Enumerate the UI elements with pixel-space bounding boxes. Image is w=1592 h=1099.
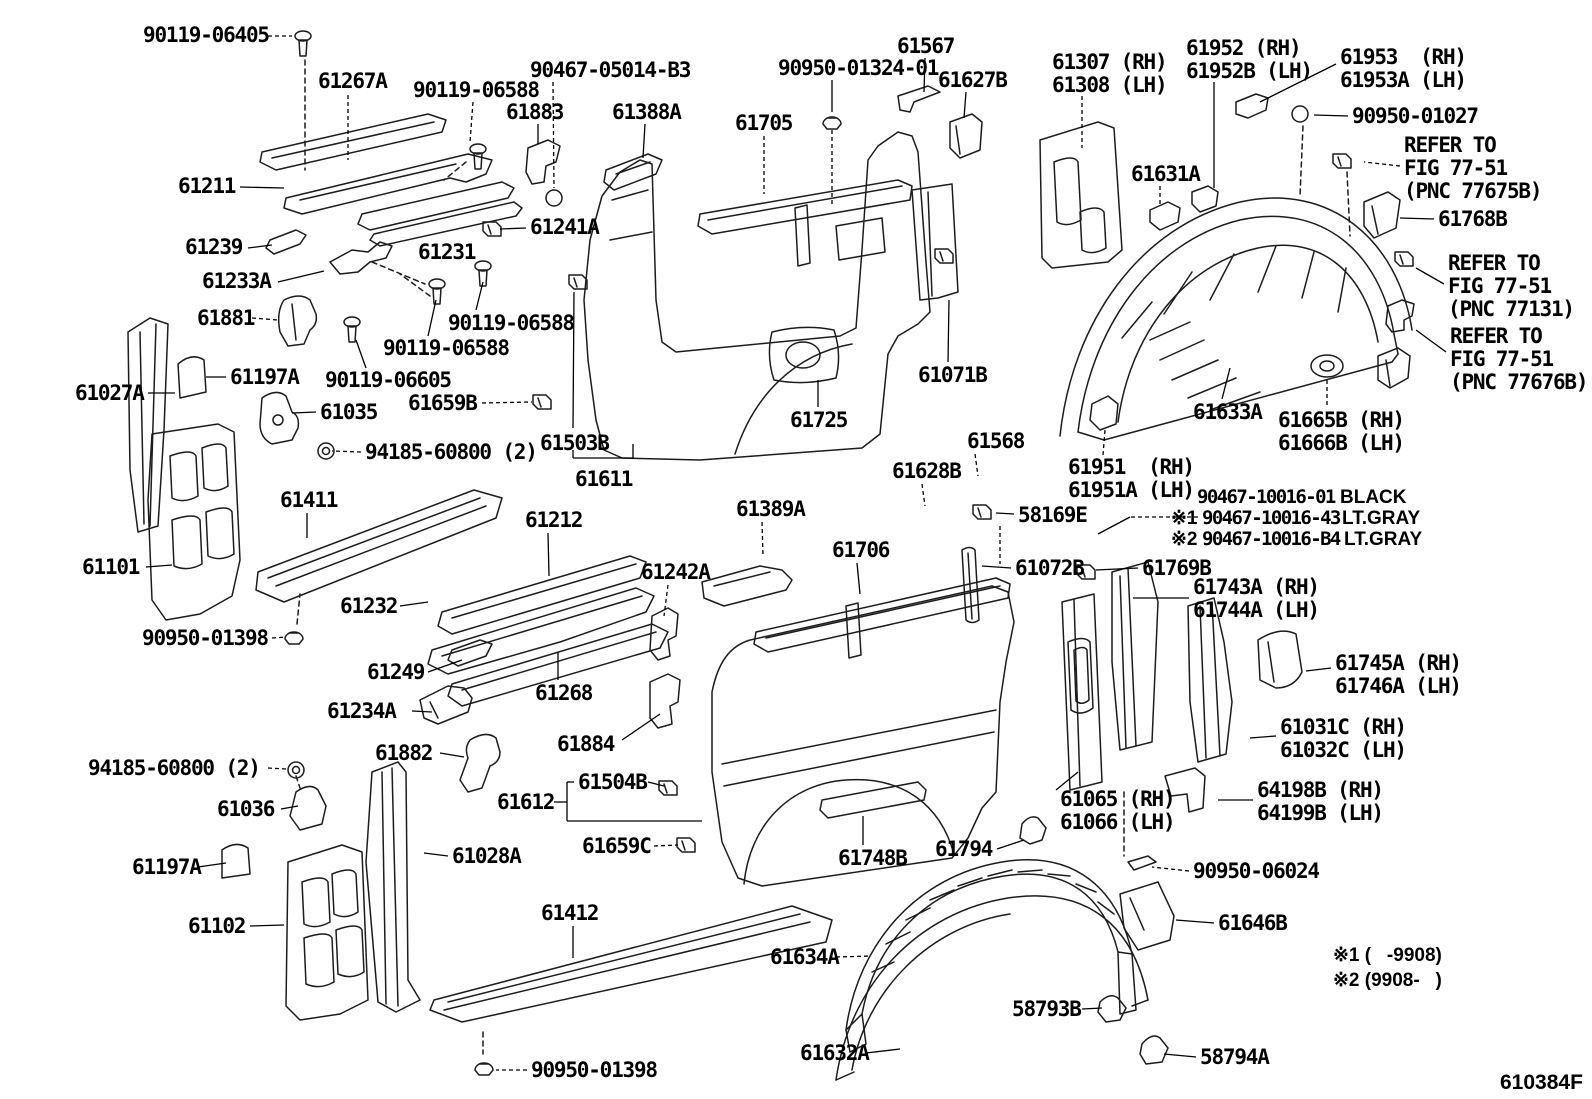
part-label: 61706 (832, 538, 890, 562)
part-label: 61768B (1438, 207, 1508, 231)
part-label: 64198B (RH) 64199B (LH) (1257, 778, 1384, 825)
part-label: 61231 (418, 240, 476, 264)
part-label: 61388A (612, 100, 682, 124)
part-label: 61665B (RH) 61666B (LH) (1278, 408, 1405, 455)
part-label: 61745A (RH) 61746A (LH) (1335, 651, 1462, 698)
part-label: 90950-01027 (1352, 104, 1479, 128)
part-label: 61411 (280, 488, 338, 512)
part-label: 61211 (178, 174, 236, 198)
part-label: 61065 (RH) 61066 (LH) (1060, 787, 1176, 834)
note-2: ※2 (9908- ) (1333, 970, 1442, 991)
part-label: LT.GRAY (1344, 529, 1423, 550)
note-1: ※1 ( -9908) (1333, 945, 1442, 966)
part-label: 61268 (535, 681, 593, 705)
part-label: 90950-01324-01 (778, 56, 939, 80)
part-label: 61241A (530, 215, 600, 239)
part-label: 90950-01398 (531, 1058, 658, 1082)
part-label: 61197A (132, 855, 202, 879)
part-label: 58169E (1018, 503, 1088, 527)
part-label: 61567 (897, 34, 955, 58)
part-label: 90119-06588 (448, 311, 575, 335)
part-label: 61027A (75, 381, 145, 405)
part-label: 90119-06588 (413, 78, 540, 102)
part-label: 61743A (RH) 61744A (LH) (1193, 575, 1320, 622)
part-label: 94185-60800 (2) (365, 440, 538, 464)
part-label: 90119-06605 (325, 368, 452, 392)
part-label: 90467-05014-B3 (530, 58, 691, 82)
part-label: 61036 (217, 797, 275, 821)
part-label: 90467-10016-01 (1197, 486, 1336, 508)
part-label: ※2 (1171, 529, 1198, 550)
part-label: 61769B (1142, 556, 1212, 580)
part-label: 61952 (RH) 61952B (LH) (1186, 36, 1313, 83)
part-label: 61412 (541, 901, 599, 925)
part-label: 90950-01398 (142, 626, 269, 650)
part-label: 61249 (367, 660, 425, 684)
part-label: 61883 (506, 100, 564, 124)
part-label: REFER TO FIG 77-51 (PNC 77676B) (1450, 324, 1589, 394)
part-label: 61628B (892, 459, 962, 483)
part-label: 61631A (1131, 162, 1201, 186)
part-label: 61389A (736, 497, 806, 521)
part-label: 61748B (838, 846, 908, 870)
part-label: 61659B (408, 391, 478, 415)
part-label: 61627B (938, 68, 1008, 92)
part-label: 94185-60800 (2) (88, 756, 261, 780)
part-label: 61633A (1193, 400, 1263, 424)
part-label: 61307 (RH) 61308 (LH) (1052, 50, 1168, 97)
part-label: 90119-06588 (383, 336, 510, 360)
diagram-code: 610384F (1500, 1071, 1583, 1094)
part-label: BLACK (1340, 487, 1407, 508)
part-label: 61212 (525, 508, 583, 532)
part-label: 61884 (557, 732, 615, 756)
part-label: 90950-06024 (1193, 859, 1320, 883)
part-label: 61031C (RH) 61032C (LH) (1280, 715, 1407, 762)
part-label: 61611 (575, 467, 633, 491)
part-label: 61035 (320, 400, 378, 424)
part-label: 61794 (935, 837, 993, 861)
leader-lines (145, 35, 1447, 1071)
part-label: 61612 (497, 790, 555, 814)
part-label: 58794A (1200, 1045, 1270, 1069)
part-label: 61632A (800, 1041, 870, 1065)
part-label: 61072B (1015, 556, 1085, 580)
part-label: 61503B (540, 431, 610, 455)
part-label: 61101 (82, 555, 140, 579)
part-label: 61646B (1218, 911, 1288, 935)
part-label: 61953 (RH) 61953A (LH) (1340, 45, 1467, 92)
part-label: 61725 (790, 408, 848, 432)
part-label: 90467-10016-B4 (1202, 528, 1341, 550)
part-label: 61232 (340, 594, 398, 618)
part-label: 61951 (RH) 61951A (LH) (1068, 455, 1195, 502)
part-label: 61102 (188, 914, 246, 938)
part-label: ※1 (1171, 508, 1198, 529)
part-label: 90467-10016-43 (1202, 507, 1341, 529)
part-label: 61659C (582, 834, 652, 858)
part-label: 61071B (918, 363, 988, 387)
part-label: REFER TO FIG 77-51 (PNC 77131) (1448, 251, 1575, 321)
part-label: 61242A (641, 560, 711, 584)
part-label: 61234A (327, 699, 397, 723)
part-label: 61239 (185, 235, 243, 259)
part-label: 61028A (452, 844, 522, 868)
part-label: 90119-06405 (143, 23, 270, 47)
part-label: 61568 (967, 429, 1025, 453)
part-label: 61504B (578, 770, 648, 794)
part-label: 61705 (735, 111, 793, 135)
part-label: REFER TO FIG 77-51 (PNC 77675B) (1404, 133, 1543, 203)
part-label: 61197A (230, 365, 300, 389)
part-label: 61233A (202, 269, 272, 293)
part-label: LT.GRAY (1342, 508, 1421, 529)
part-label: 58793B (1012, 997, 1082, 1021)
part-label: 61882 (375, 741, 433, 765)
part-label: 61881 (197, 306, 255, 330)
part-label: 61634A (770, 945, 840, 969)
part-label: 61267A (318, 69, 388, 93)
